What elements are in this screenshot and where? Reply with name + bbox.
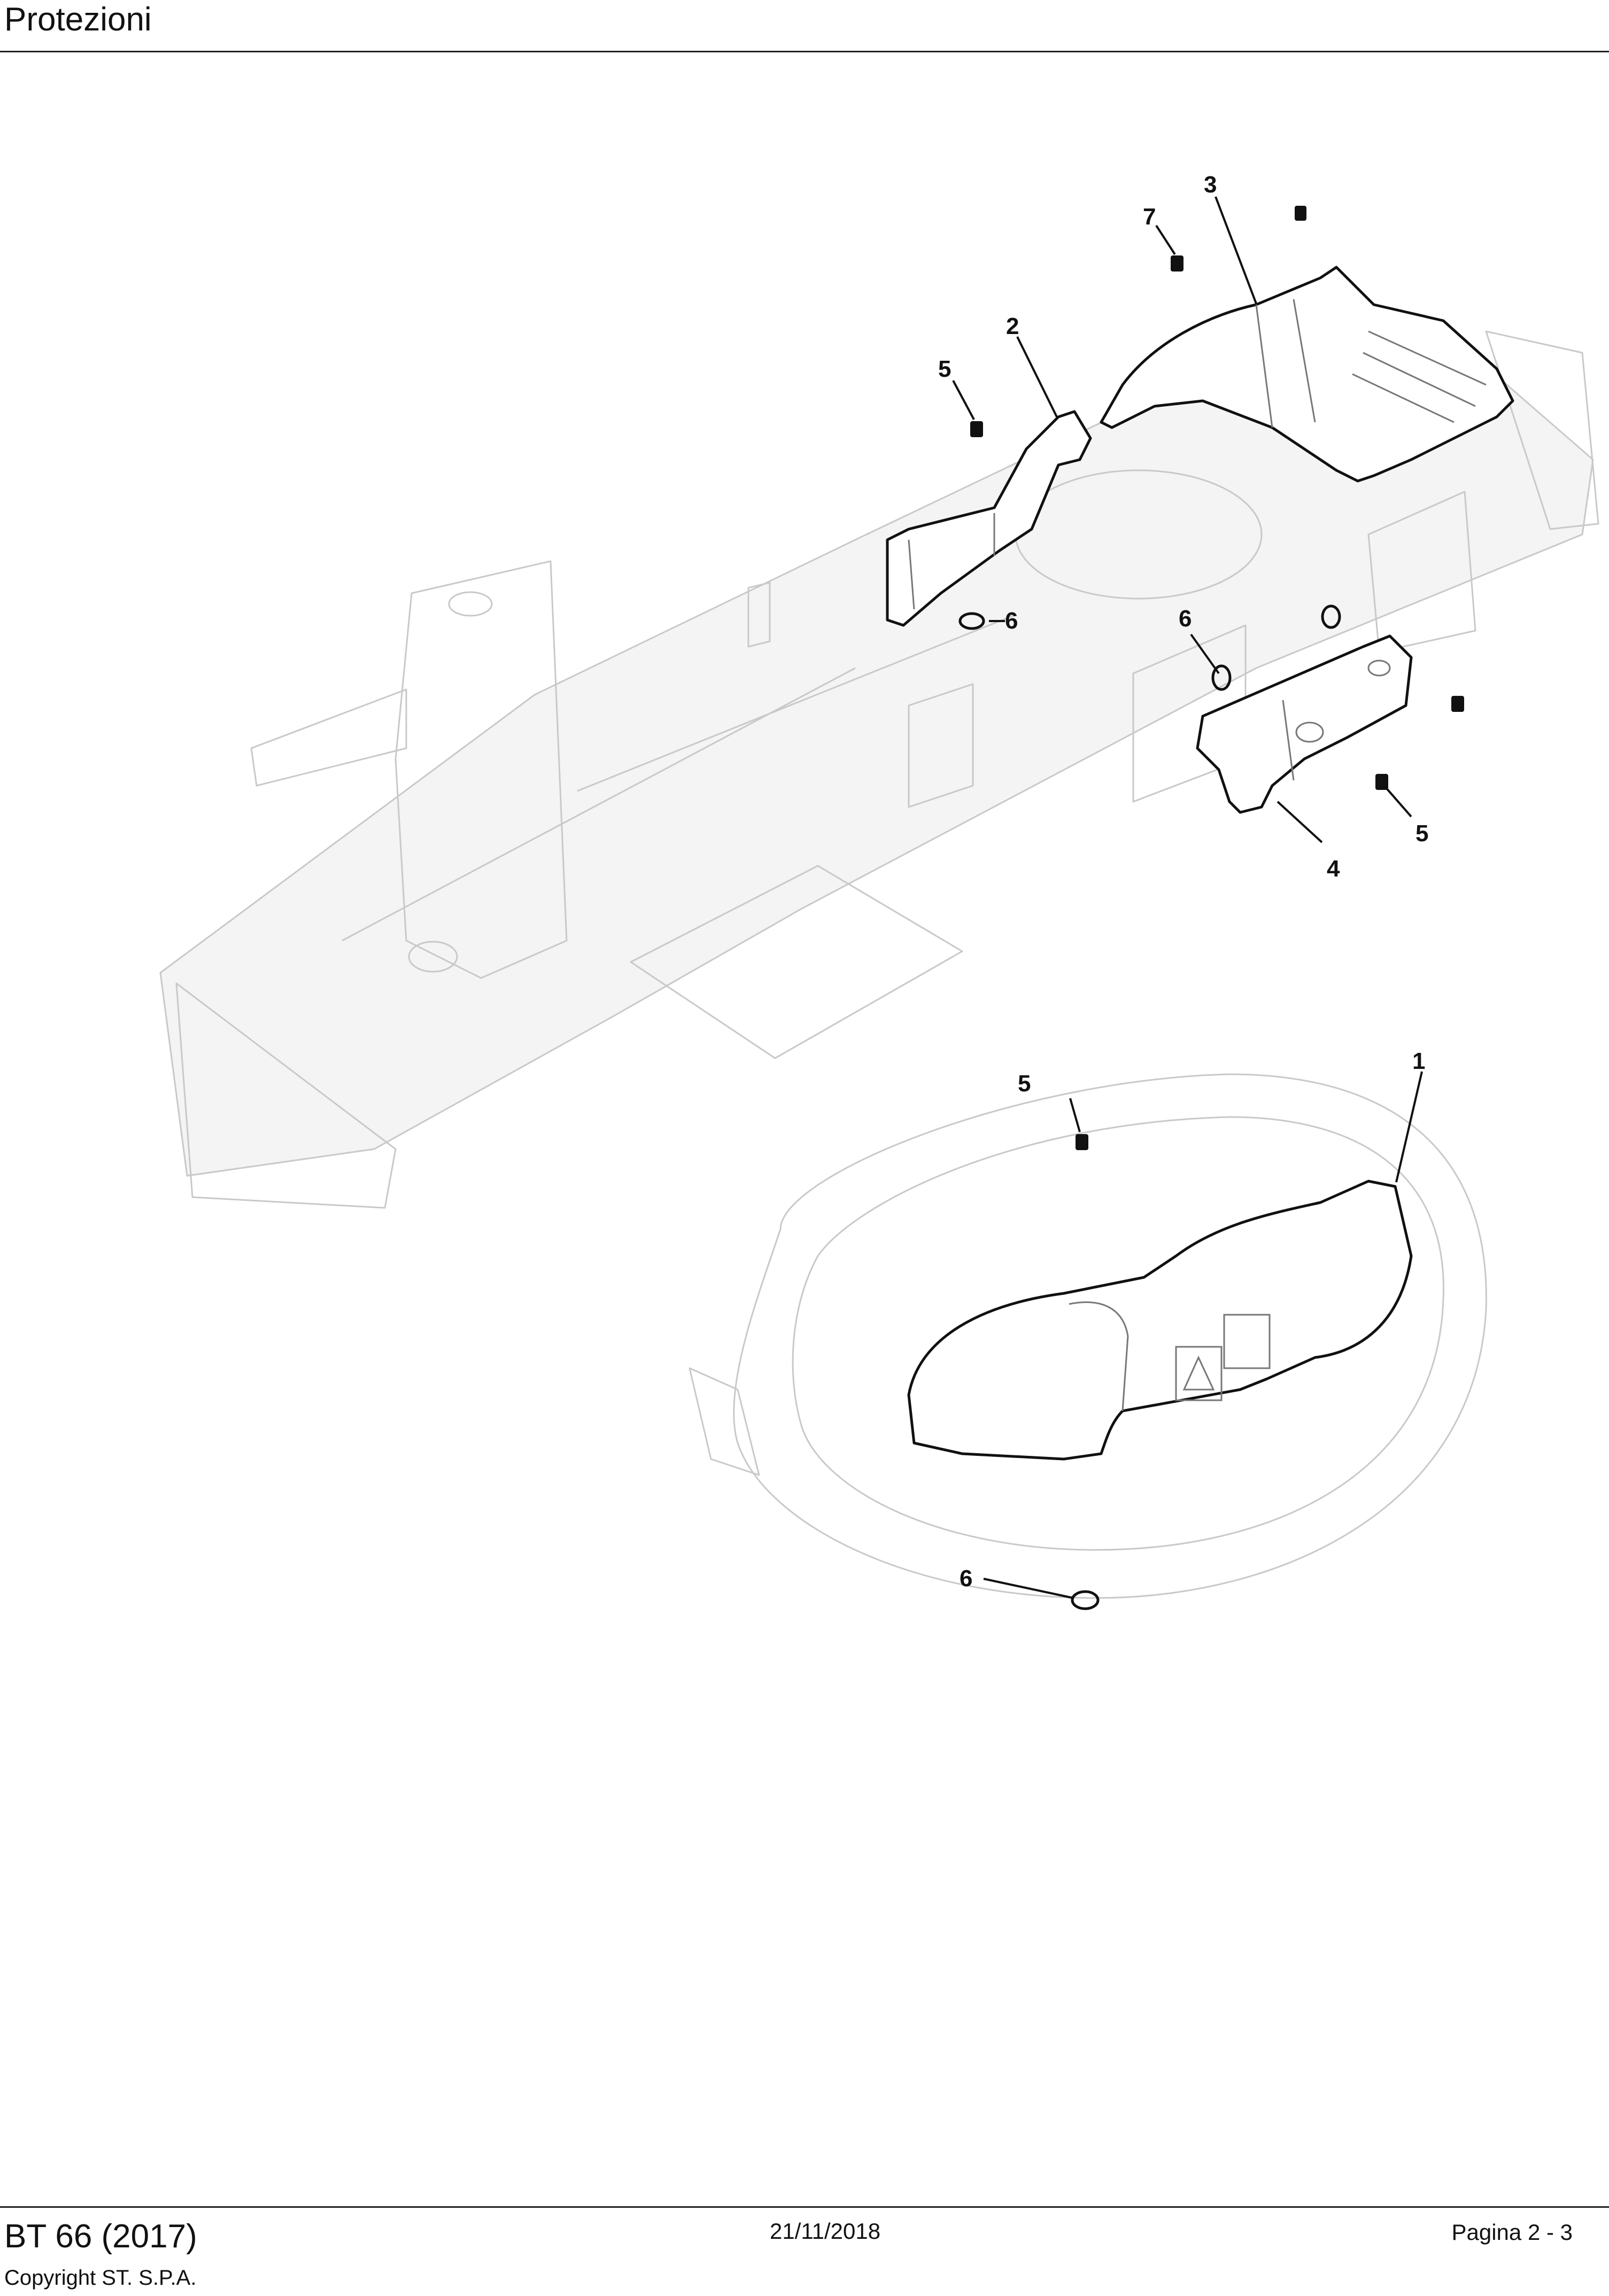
part-3-rear-guard xyxy=(1100,266,1514,483)
callout-labels: 1 2 3 4 5 5 5 6 6 6 7 xyxy=(938,172,1428,1592)
leader-lines xyxy=(952,196,1423,1599)
footer-page-number: Pagina 2 - 3 xyxy=(1451,2220,1573,2245)
callout-6-center: 6 xyxy=(1179,606,1192,632)
footer-model: BT 66 (2017) xyxy=(4,2218,197,2255)
part-2-left-guard xyxy=(886,410,1092,627)
callout-4: 4 xyxy=(1327,856,1340,882)
part-4-right-guard xyxy=(1196,634,1413,814)
callout-2: 2 xyxy=(1006,313,1019,339)
callout-5-deck: 5 xyxy=(1018,1071,1031,1097)
callout-6-deck: 6 xyxy=(960,1565,972,1592)
exploded-parts-diagram: 1 2 3 4 5 5 5 6 6 6 7 xyxy=(159,172,1599,1610)
part-1-deck-guard xyxy=(907,1180,1413,1461)
fasteners xyxy=(958,206,1464,1610)
page-title: Protezioni xyxy=(4,1,152,38)
mower-deck xyxy=(689,1073,1487,1599)
callout-1: 1 xyxy=(1412,1048,1425,1074)
callout-3: 3 xyxy=(1204,172,1217,198)
callout-5-left-guard: 5 xyxy=(938,356,951,382)
callout-5-right-guard: 5 xyxy=(1415,820,1428,847)
footer-date: 21/11/2018 xyxy=(770,2219,881,2244)
footer-copyright: Copyright ST. S.P.A. xyxy=(4,2266,197,2290)
callout-6-left: 6 xyxy=(1005,608,1018,634)
header-rule xyxy=(0,51,1609,52)
footer-rule xyxy=(0,2206,1609,2208)
callout-7: 7 xyxy=(1143,204,1156,230)
